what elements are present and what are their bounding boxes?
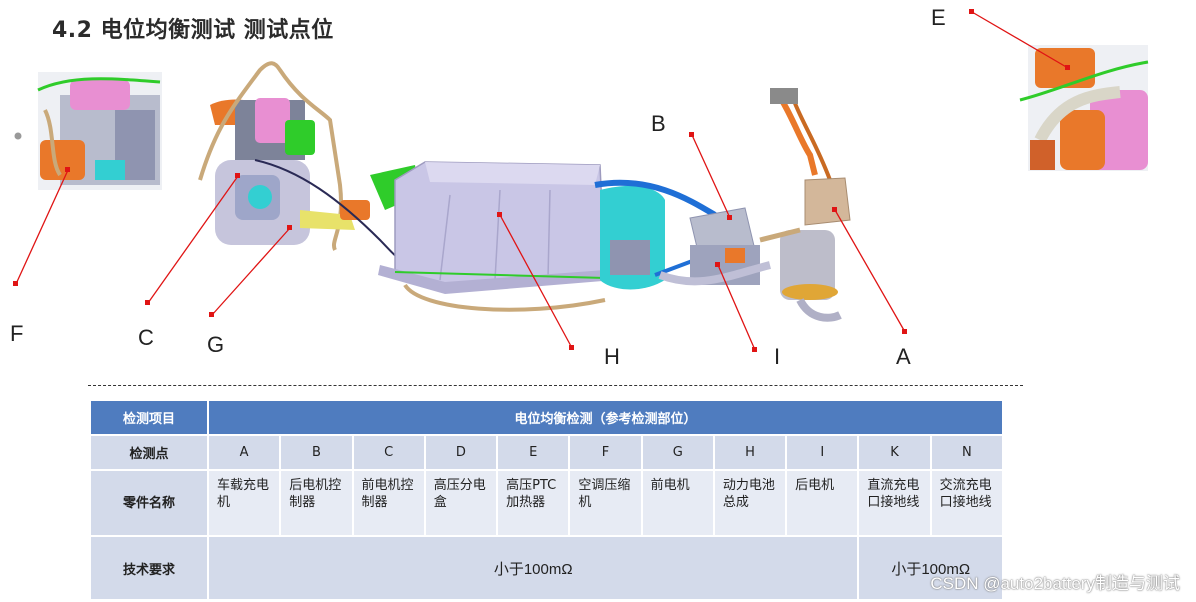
component-name-cell: 前电机 xyxy=(642,471,713,535)
point-label-g: G xyxy=(207,332,225,357)
table-row-names: 零件名称 车载充电机 后电机控制器 前电机控制器 高压分电盒 高压PTC加热器 … xyxy=(91,471,1002,535)
point-label-f: F xyxy=(10,321,24,346)
inset-f-detail xyxy=(14,72,162,190)
point-cell: E xyxy=(498,436,569,469)
watermark: CSDN @auto2battery制造与测试 xyxy=(930,574,1180,593)
point-label-a: A xyxy=(896,344,911,369)
point-cell: F xyxy=(570,436,641,469)
row-label-points: 检测点 xyxy=(91,436,207,469)
point-cell: K xyxy=(859,436,930,469)
point-cell: D xyxy=(425,436,497,469)
page-title: 4.2 电位均衡测试 测试点位 xyxy=(52,18,334,43)
component-name-cell: 动力电池总成 xyxy=(714,471,786,535)
component-name-cell: 车载充电机 xyxy=(209,471,280,535)
table-row-requirement: 技术要求 小于100mΩ 小于100mΩ xyxy=(91,537,1002,599)
point-label-h: H xyxy=(604,344,620,369)
onboard-charger xyxy=(759,88,851,322)
component-name-cell: 前电机控制器 xyxy=(353,471,424,535)
requirement-main-cell: 小于100mΩ xyxy=(209,537,858,599)
section-divider xyxy=(88,385,1023,386)
point-cell: B xyxy=(281,436,352,469)
row-label-requirement: 技术要求 xyxy=(91,537,207,599)
requirement-right-cell: 小于100mΩ xyxy=(859,537,1002,599)
point-label-e: E xyxy=(931,5,946,30)
component-name-cell: 空调压缩机 xyxy=(570,471,641,535)
component-name-cell: 后电机控制器 xyxy=(281,471,352,535)
point-cell: G xyxy=(642,436,713,469)
leader-lines xyxy=(13,9,1070,352)
point-cell: A xyxy=(209,436,280,469)
component-name-cell: 高压PTC加热器 xyxy=(498,471,569,535)
table-row-points: 检测点 A B C D E F G H I K N xyxy=(91,436,1002,469)
table-header-row: 检测项目 电位均衡检测（参考检测部位） xyxy=(91,401,1002,434)
component-name-cell: 直流充电口接地线 xyxy=(859,471,930,535)
battery-pack xyxy=(370,161,615,312)
component-name-cell: 交流充电口接地线 xyxy=(931,471,1002,535)
component-name-cell: 高压分电盒 xyxy=(425,471,497,535)
component-name-cell: 后电机 xyxy=(787,471,858,535)
test-points-table: 检测项目 电位均衡检测（参考检测部位） 检测点 A B C D E F G H … xyxy=(89,399,1004,601)
inset-e-detail xyxy=(1019,45,1149,171)
header-cell-description: 电位均衡检测（参考检测部位） xyxy=(209,401,1002,434)
point-label-i: I xyxy=(774,344,781,369)
front-drive-unit xyxy=(198,61,421,266)
header-cell-item: 检测项目 xyxy=(91,401,207,434)
vehicle-hv-diagram xyxy=(13,9,1149,352)
row-label-names: 零件名称 xyxy=(91,471,207,535)
point-cell: I xyxy=(787,436,858,469)
point-cell: N xyxy=(931,436,1002,469)
rear-motor-controller xyxy=(658,207,771,286)
point-label-b: B xyxy=(651,111,666,136)
point-cell: H xyxy=(714,436,786,469)
point-label-c: C xyxy=(138,325,154,350)
point-cell: C xyxy=(353,436,424,469)
